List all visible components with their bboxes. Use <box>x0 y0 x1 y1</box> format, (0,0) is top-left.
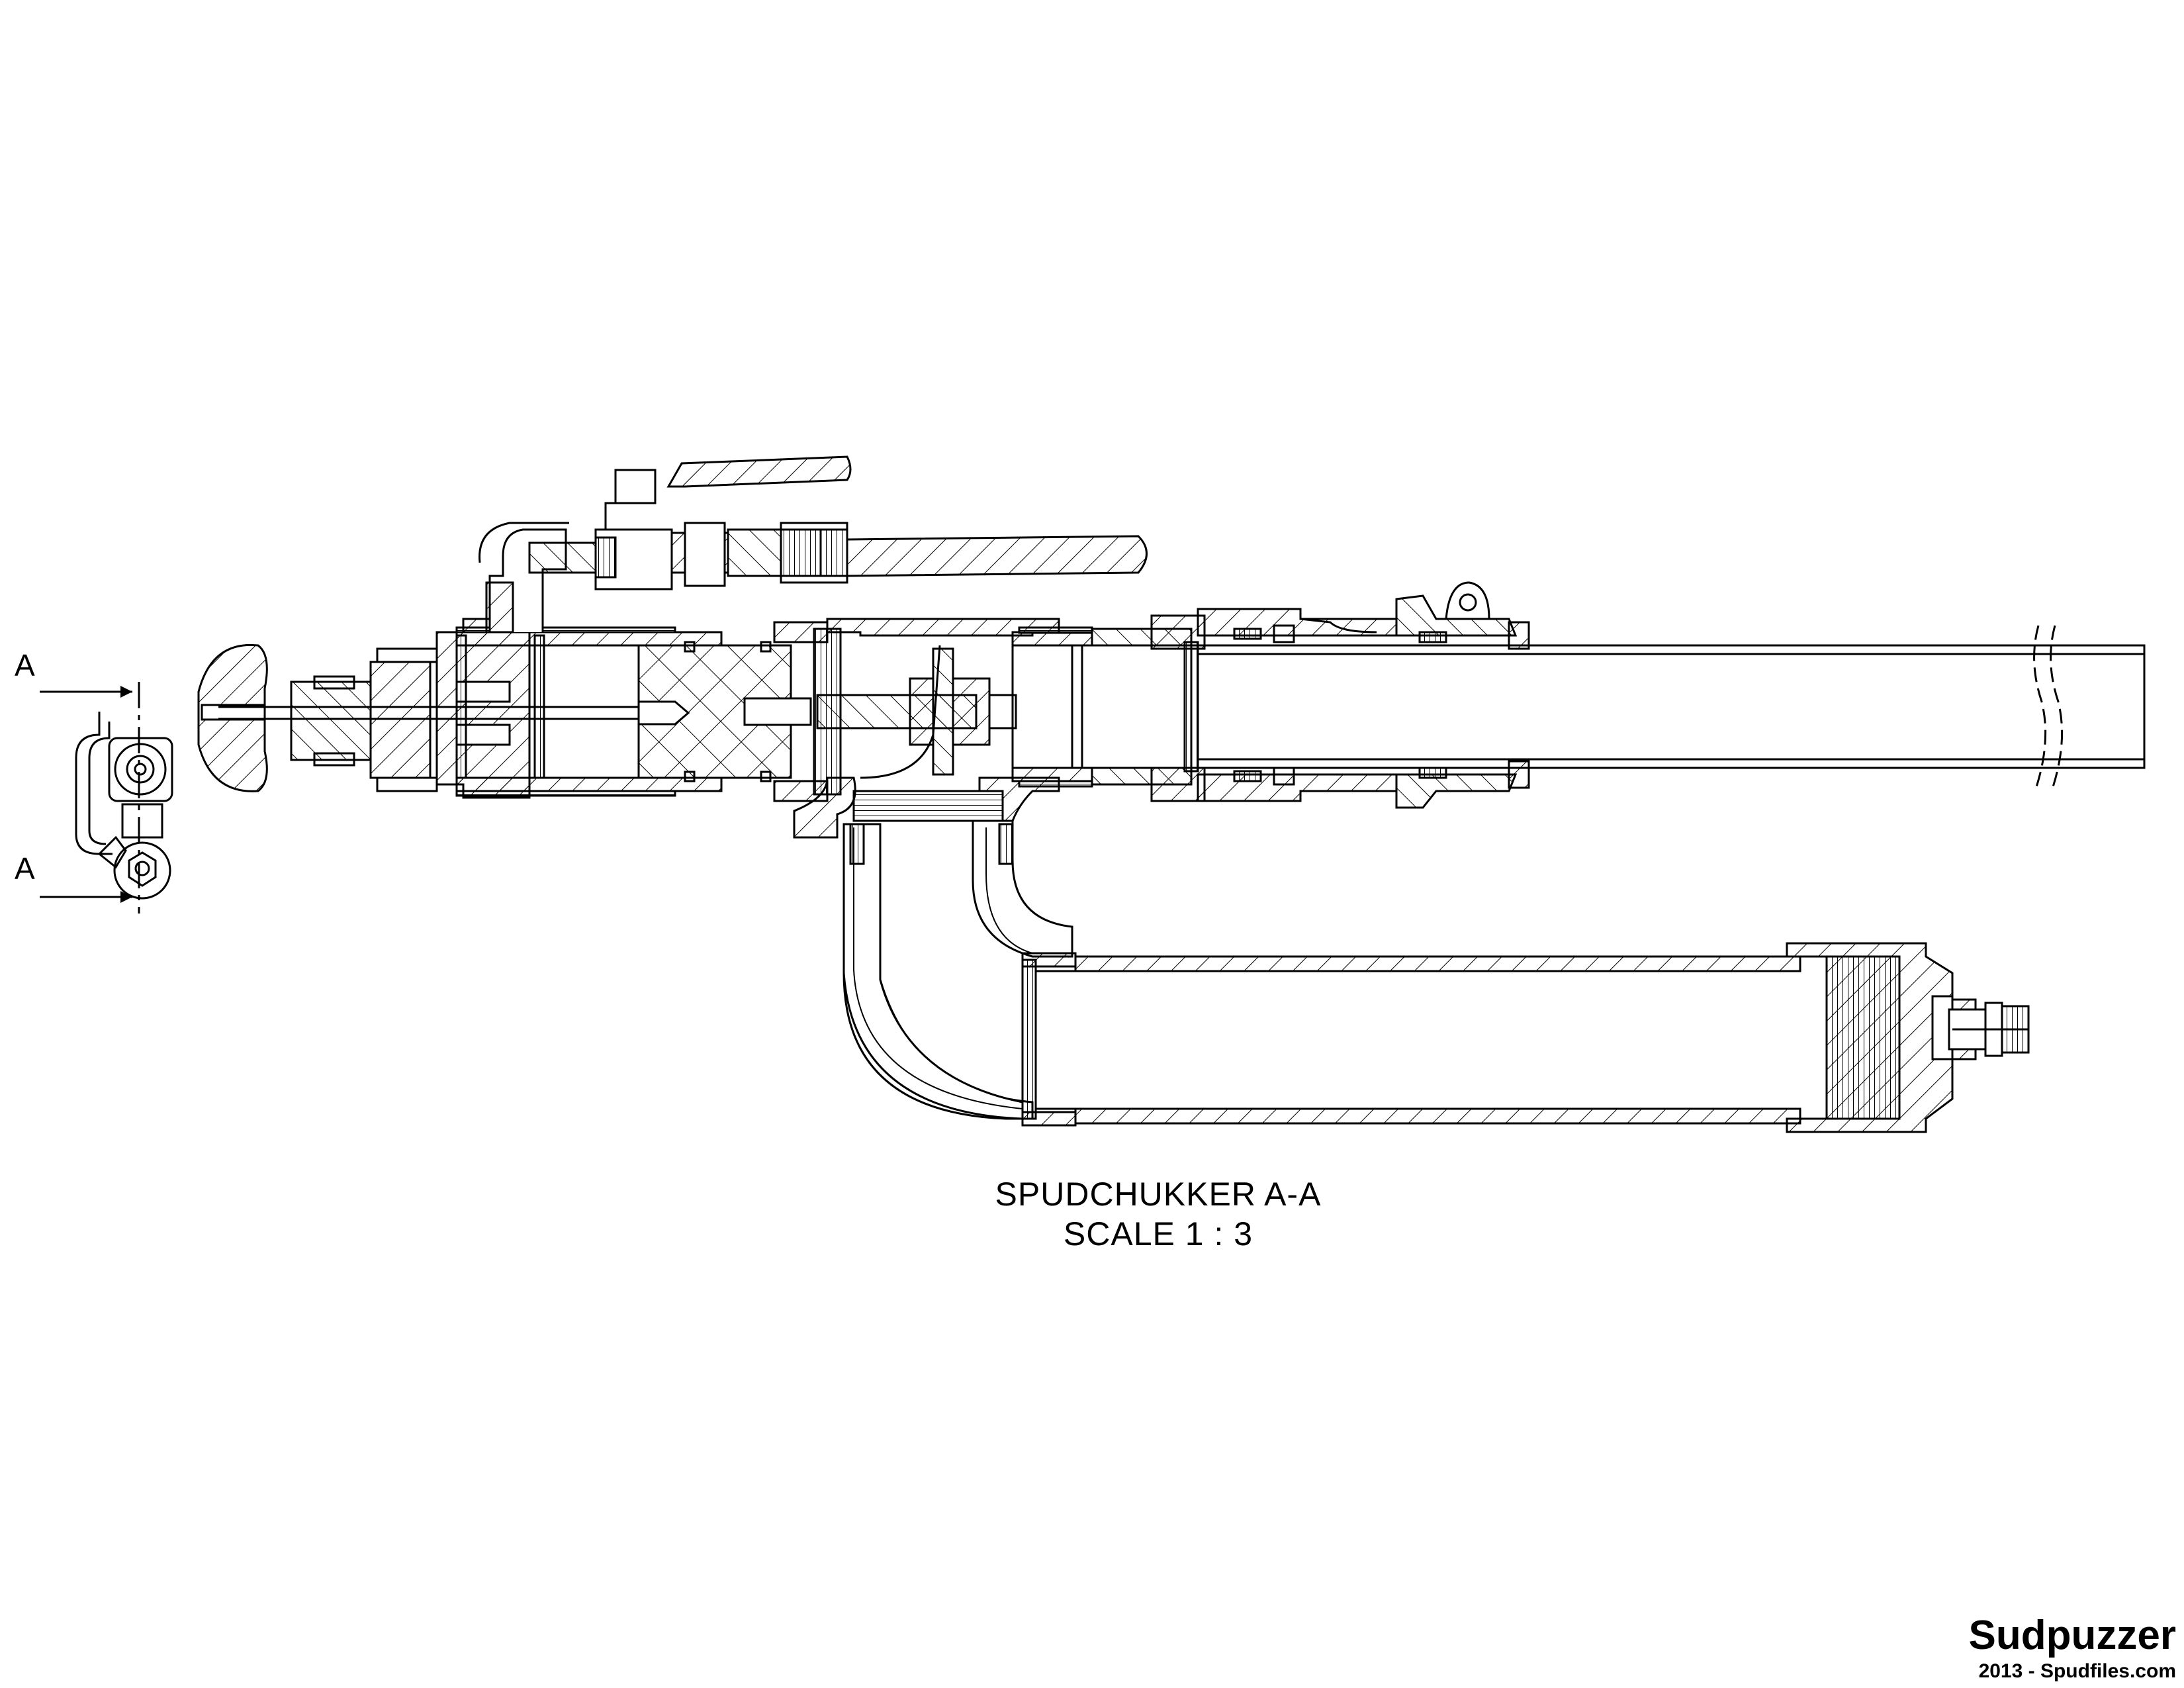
rear-chamber-tube <box>455 626 723 797</box>
air-reservoir <box>1021 942 2030 1133</box>
section-label-top: A <box>15 648 35 682</box>
barrel <box>1190 625 2146 792</box>
section-label-bottom: A <box>15 851 35 886</box>
piston-valve <box>637 641 812 782</box>
credit-line: 2013 - Spudfiles.com <box>1978 1660 2176 1682</box>
view-caption: SPUDCHUKKER A-A <box>995 1176 1322 1213</box>
barrel-coupler <box>1197 581 1530 809</box>
scale-caption: SCALE 1 : 3 <box>1063 1215 1253 1252</box>
author-name: Sudpuzzer <box>1968 1613 2176 1658</box>
tee-fitting <box>793 618 1060 849</box>
barrel-adapter <box>1011 614 1206 802</box>
stem-gland <box>290 647 438 792</box>
elbow-pipe <box>842 820 1073 1120</box>
ball-valve-assembly <box>478 455 1148 633</box>
end-view-valve <box>75 712 173 900</box>
